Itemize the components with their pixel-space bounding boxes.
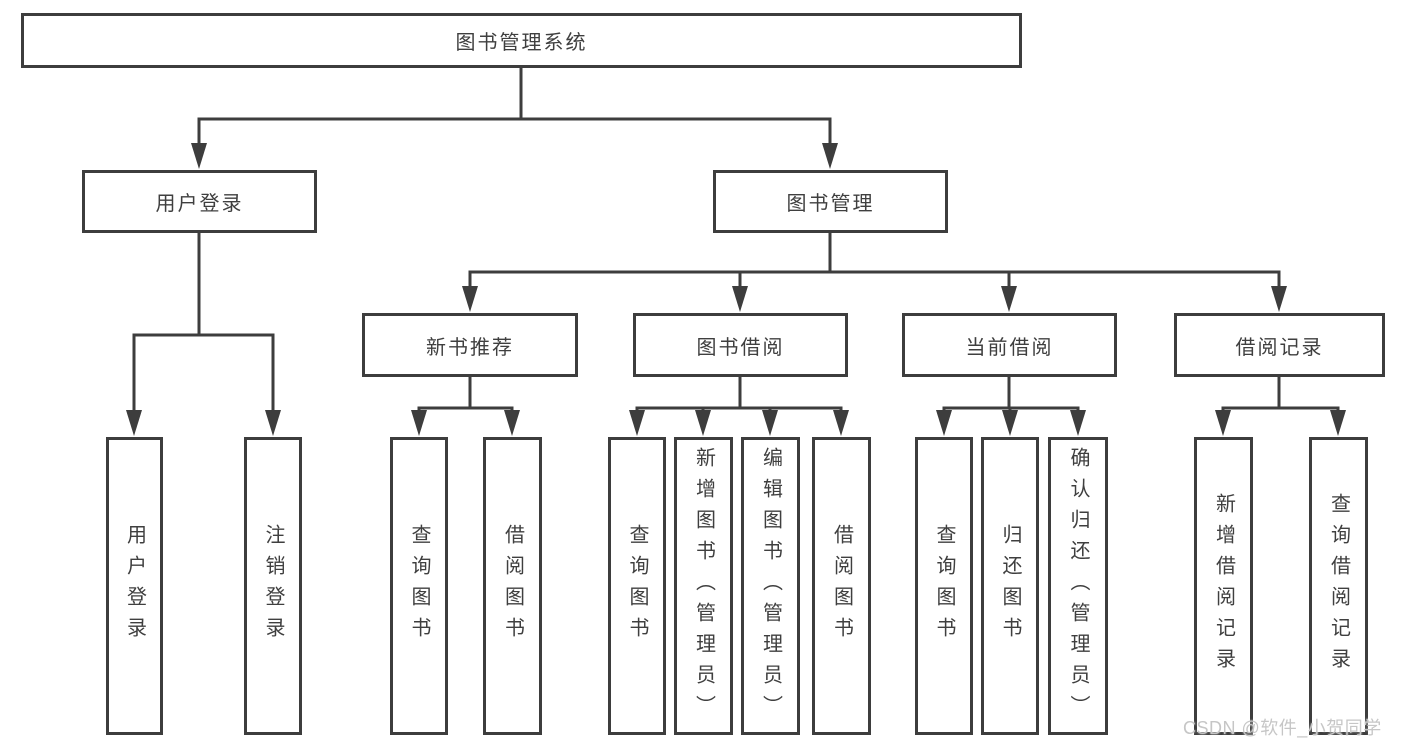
leaf-query-books-current: 查询图书 [915, 437, 973, 735]
leaf-confirm-return-admin-label: 确认归还（管理员） [1067, 446, 1089, 726]
node-book-borrow: 图书借阅 [633, 313, 848, 377]
leaf-borrow-books: 借阅图书 [812, 437, 871, 735]
leaf-query-borrow-record-label: 查询借阅记录 [1327, 493, 1350, 679]
node-user-login-label: 用户登录 [155, 193, 244, 215]
node-root-label: 图书管理系统 [455, 32, 588, 54]
node-current-borrow: 当前借阅 [902, 313, 1117, 377]
leaf-edit-books-admin-label: 编辑图书（管理员） [759, 446, 782, 726]
leaf-add-borrow-record-label: 新增借阅记录 [1212, 493, 1235, 679]
node-user-login: 用户登录 [82, 170, 317, 233]
node-new-book-recommend-label: 新书推荐 [426, 336, 514, 359]
node-borrow-records-label: 借阅记录 [1235, 336, 1324, 359]
leaf-query-borrow-record: 查询借阅记录 [1309, 437, 1368, 735]
leaf-query-books-recommend-label: 查询图书 [408, 524, 430, 648]
node-book-borrow-label: 图书借阅 [696, 336, 785, 359]
node-borrow-records: 借阅记录 [1174, 313, 1385, 377]
leaf-add-books-admin: 新增图书（管理员） [674, 437, 733, 735]
leaf-borrow-books-recommend-label: 借阅图书 [501, 524, 524, 648]
leaf-query-books-borrow: 查询图书 [608, 437, 666, 735]
leaf-return-books: 归还图书 [981, 437, 1039, 735]
leaf-add-borrow-record: 新增借阅记录 [1194, 437, 1253, 735]
leaf-user-login-label: 用户登录 [123, 524, 146, 648]
leaf-edit-books-admin: 编辑图书（管理员） [741, 437, 800, 735]
node-book-management-label: 图书管理 [786, 193, 875, 215]
node-new-book-recommend: 新书推荐 [362, 313, 578, 377]
leaf-user-login: 用户登录 [106, 437, 163, 735]
leaf-logout-label: 注销登录 [262, 524, 284, 648]
leaf-return-books-label: 归还图书 [999, 524, 1021, 648]
leaf-confirm-return-admin: 确认归还（管理员） [1048, 437, 1108, 735]
csdn-watermark: CSDN @软件_小贺同学 [1183, 718, 1382, 738]
leaf-query-books-recommend: 查询图书 [390, 437, 448, 735]
leaf-logout: 注销登录 [244, 437, 302, 735]
leaf-add-books-admin-label: 新增图书（管理员） [692, 446, 715, 726]
leaf-borrow-books-label: 借阅图书 [830, 524, 853, 648]
node-book-management: 图书管理 [713, 170, 948, 233]
leaf-query-books-borrow-label: 查询图书 [626, 524, 648, 648]
node-root-library-system: 图书管理系统 [21, 13, 1022, 68]
leaf-query-books-current-label: 查询图书 [933, 524, 955, 648]
node-current-borrow-label: 当前借阅 [965, 336, 1054, 359]
leaf-borrow-books-recommend: 借阅图书 [483, 437, 542, 735]
